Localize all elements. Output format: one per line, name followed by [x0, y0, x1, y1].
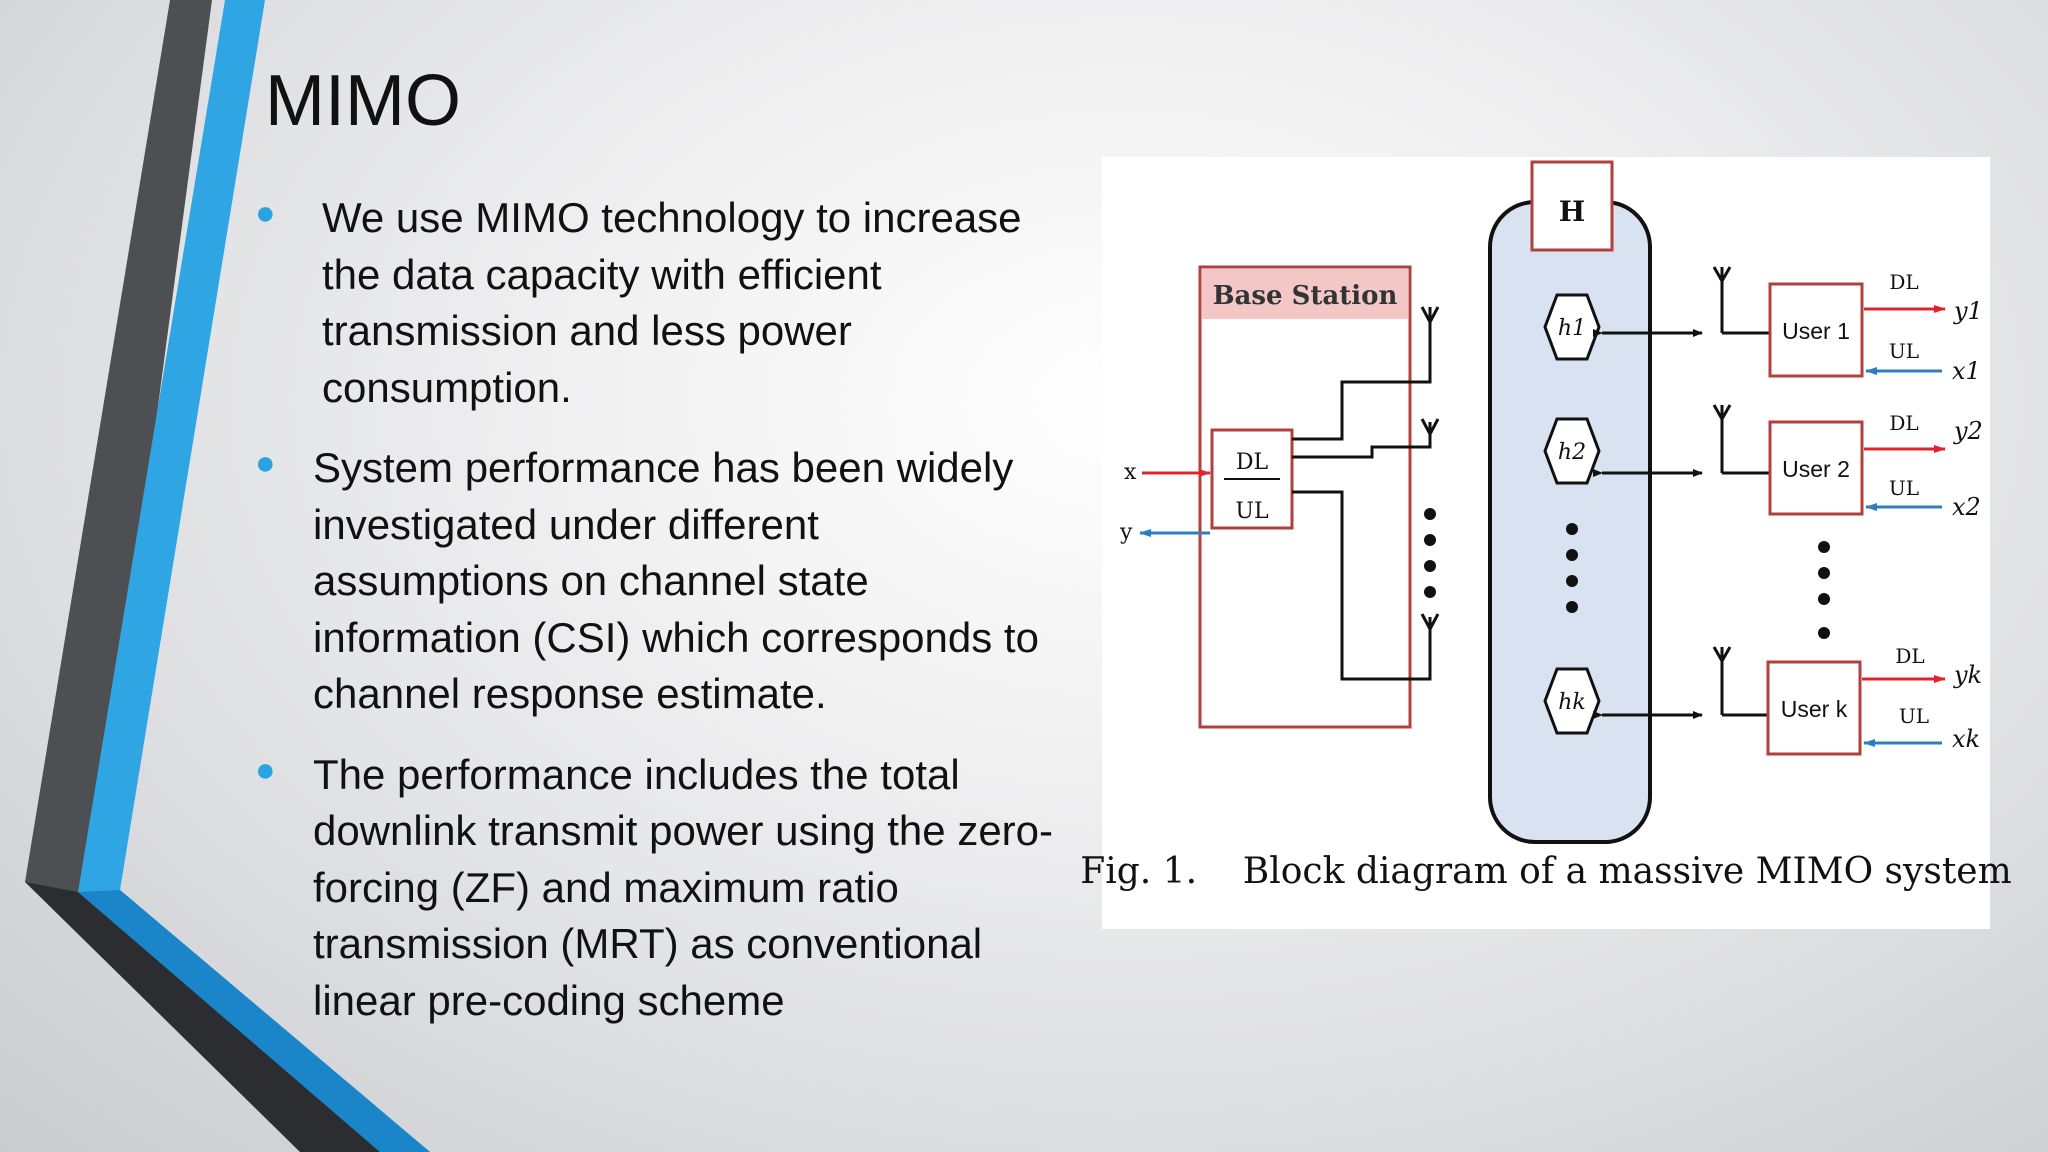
- users-ellipsis-dots: [1818, 541, 1830, 639]
- user-k-x: xk: [1952, 725, 1980, 753]
- antenna-icon: [1420, 613, 1440, 633]
- user-2-x: x2: [1952, 493, 1981, 521]
- user-antenna-icon: [1712, 404, 1770, 475]
- bullet-list: ● We use MIMO technology to increase the…: [255, 190, 1060, 1053]
- channel-h-box: [1530, 160, 1614, 252]
- dl-ul-box: [1210, 428, 1294, 530]
- bs-ul-label: UL: [1235, 499, 1269, 524]
- user-k-label: User k: [1781, 696, 1848, 722]
- channel-h-label: H: [1559, 195, 1585, 228]
- channel-h2: [1543, 417, 1601, 485]
- bullet-item: ● System performance has been widely inv…: [255, 440, 1060, 723]
- base-station-label: Base Station: [1213, 281, 1398, 311]
- user-2-box: [1768, 420, 1864, 516]
- user-k-box: [1766, 660, 1862, 756]
- user-1-y: y1: [1953, 297, 1983, 325]
- user-antenna-icon: [1712, 266, 1770, 335]
- user-1-x: x1: [1952, 357, 1981, 385]
- bullet-dot-icon: ●: [255, 750, 276, 789]
- user-1-ul: UL: [1889, 339, 1919, 363]
- blue-foot: [78, 890, 430, 1152]
- antenna-icon: [1420, 418, 1440, 438]
- bullet-item: ● We use MIMO technology to increase the…: [255, 190, 1060, 416]
- base-station-box: [1198, 265, 1412, 729]
- channel-hk-label: hk: [1558, 690, 1586, 715]
- slide-title: MIMO: [265, 61, 461, 141]
- x-input-label: x: [1124, 460, 1137, 485]
- channel-h2-label: h2: [1558, 440, 1586, 465]
- user-1-box: [1768, 282, 1864, 378]
- bullet-text: System performance has been widely inves…: [313, 444, 1039, 717]
- bullet-dot-icon: ●: [255, 194, 276, 232]
- user-antenna-icon: [1712, 646, 1768, 717]
- blue-band: [78, 0, 430, 1152]
- channel-h1: [1543, 293, 1601, 361]
- gray-band: [25, 0, 430, 1152]
- figure-caption: Fig. 1. Block diagram of a massive MIMO …: [1080, 851, 2012, 892]
- antenna-icon: [1420, 306, 1440, 326]
- user-2-label: User 2: [1782, 456, 1850, 482]
- dark-foot: [25, 882, 380, 1152]
- user-k-y: yk: [1953, 661, 1982, 689]
- ellipsis-dots: [1424, 508, 1436, 598]
- bullet-text: The performance includes the total downl…: [313, 750, 1054, 1024]
- bullet-text: We use MIMO technology to increase the d…: [322, 194, 1022, 411]
- channel-ellipsis-dots: [1566, 523, 1578, 613]
- bs-dl-label: DL: [1236, 450, 1269, 475]
- channel-hk: [1543, 667, 1601, 735]
- bullet-dot-icon: ●: [255, 444, 276, 482]
- mimo-block-diagram: Base Station DL UL x y: [1080, 157, 2012, 929]
- diagram-svg: Base Station DL UL x y: [1080, 160, 2012, 892]
- user-k-ul: UL: [1899, 704, 1929, 728]
- user-2-ul: UL: [1889, 476, 1919, 500]
- user-k-dl: DL: [1895, 644, 1924, 668]
- bullet-item: ● The performance includes the total dow…: [255, 747, 1060, 1030]
- channel-h1-label: h1: [1558, 316, 1586, 341]
- user-2-dl: DL: [1889, 411, 1918, 435]
- user-1-dl: DL: [1889, 270, 1918, 294]
- base-station-header: [1202, 269, 1408, 319]
- user-1-label: User 1: [1782, 318, 1850, 344]
- user-2-y: y2: [1953, 417, 1983, 445]
- y-output-label: y: [1119, 520, 1133, 545]
